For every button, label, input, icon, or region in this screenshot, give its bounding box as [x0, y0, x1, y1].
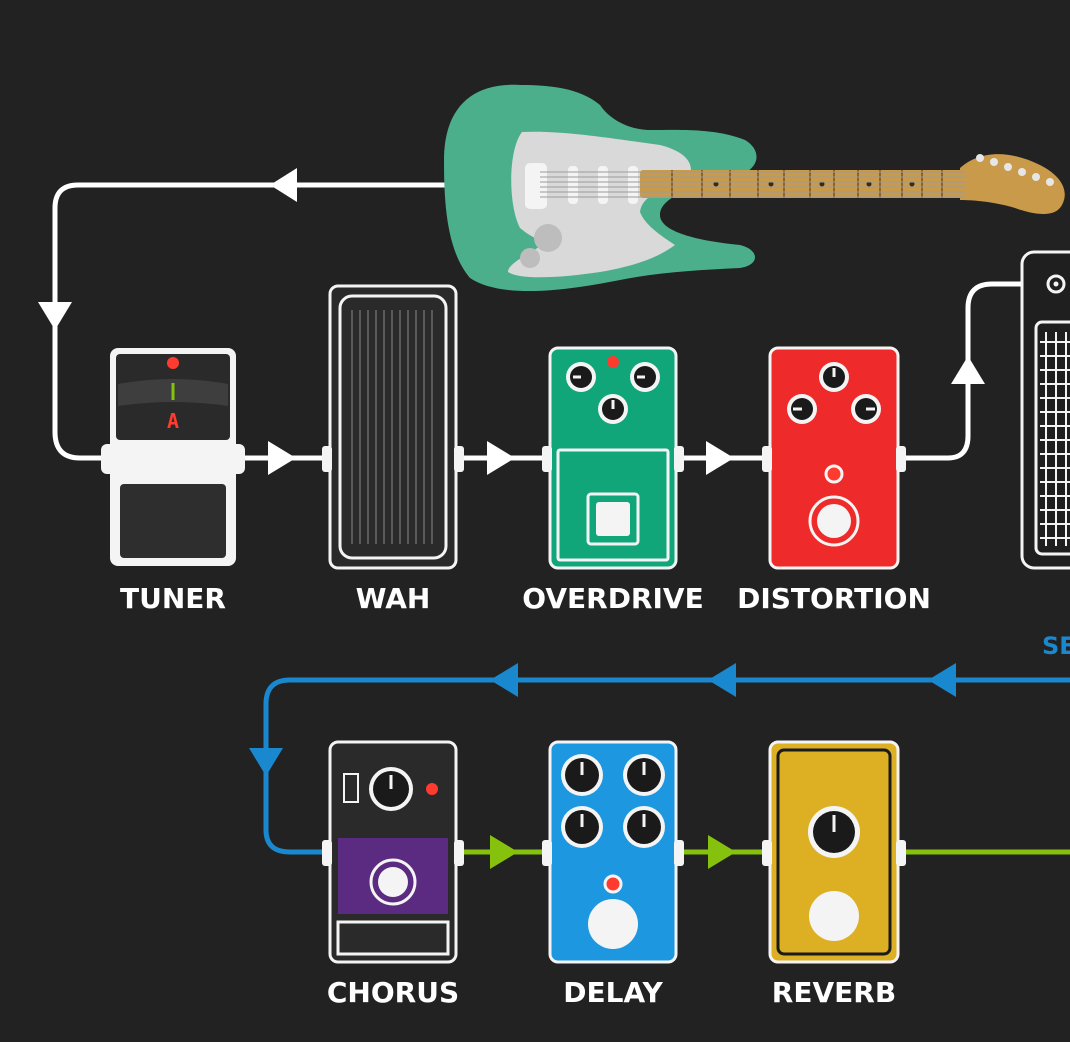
cable-overdrive-distortion: [676, 441, 770, 475]
input-jack: [542, 840, 552, 866]
time-knob-icon[interactable]: [561, 754, 603, 796]
arrow-down-icon: [38, 302, 72, 330]
pickup-icon: [568, 166, 578, 204]
gain-knob-icon[interactable]: [819, 362, 849, 392]
mode-switch-icon[interactable]: [343, 773, 359, 803]
input-jack: [762, 446, 772, 472]
output-jack: [896, 446, 906, 472]
arrow-left-icon: [708, 663, 736, 697]
footswitch-button[interactable]: [120, 484, 226, 558]
footswitch-button[interactable]: [809, 891, 859, 941]
tuner-pedal[interactable]: A TUNER: [101, 348, 245, 615]
output-jack: [674, 840, 684, 866]
arrow-up-icon: [951, 356, 985, 384]
rate-knob-icon[interactable]: [369, 767, 413, 811]
mix-knob-icon[interactable]: [561, 806, 603, 848]
status-led: [824, 464, 844, 484]
return-cable: [458, 835, 1070, 869]
cable-wah-overdrive: [458, 441, 550, 475]
status-led: [607, 356, 619, 368]
arrow-right-icon: [708, 835, 736, 869]
tone-knob-icon[interactable]: [851, 394, 881, 424]
tuner-note: A: [167, 409, 179, 433]
input-cable: [38, 168, 446, 461]
footswitch-button[interactable]: [378, 867, 408, 897]
guitar-neck: [640, 170, 970, 198]
tone-knob-icon[interactable]: [598, 394, 628, 424]
chorus-label: CHORUS: [327, 976, 459, 1009]
jack-housing: [101, 444, 245, 474]
arrow-right-icon: [268, 441, 296, 475]
drive-knob-icon[interactable]: [566, 362, 596, 392]
input-jack: [762, 840, 772, 866]
electric-guitar: [444, 84, 1065, 292]
status-led: [426, 783, 438, 795]
distortion-pedal[interactable]: DISTORTION: [737, 346, 931, 615]
cable-tuner-wah: [240, 441, 330, 475]
footswitch-panel: [556, 448, 670, 562]
amplifier: SE: [1020, 250, 1070, 660]
chorus-pedal[interactable]: CHORUS: [322, 740, 464, 1009]
output-jack: [454, 840, 464, 866]
pickup-icon: [598, 166, 608, 204]
wah-label: WAH: [356, 582, 431, 615]
arrow-down-icon: [249, 748, 283, 776]
arrow-right-icon: [490, 835, 518, 869]
overdrive-label: OVERDRIVE: [522, 582, 703, 615]
tone-knob-icon: [520, 248, 540, 268]
feedback-knob-icon[interactable]: [623, 754, 665, 796]
input-jack: [322, 840, 332, 866]
volume-knob-icon: [534, 224, 562, 252]
send-cable: [249, 663, 1070, 855]
output-jack: [674, 446, 684, 472]
status-led: [167, 357, 179, 369]
wah-pedal[interactable]: WAH: [322, 284, 464, 615]
level-knob-icon[interactable]: [787, 394, 817, 424]
footswitch-button[interactable]: [596, 502, 630, 536]
status-led: [603, 874, 623, 894]
guitar-headstock: [960, 154, 1065, 214]
amp-grille: [1034, 320, 1070, 556]
tuner-label: TUNER: [120, 582, 226, 615]
level-knob-icon[interactable]: [623, 806, 665, 848]
delay-pedal[interactable]: DELAY: [542, 740, 684, 1009]
footswitch-button[interactable]: [588, 899, 638, 949]
distortion-label: DISTORTION: [737, 582, 931, 615]
arrow-left-icon: [928, 663, 956, 697]
arrow-right-icon: [706, 441, 734, 475]
reverb-knob-icon[interactable]: [808, 806, 860, 858]
cable-distortion-amp: [898, 281, 1052, 461]
output-jack: [896, 840, 906, 866]
output-jack: [454, 446, 464, 472]
input-jack: [542, 446, 552, 472]
arrow-right-icon: [487, 441, 515, 475]
reverb-pedal[interactable]: REVERB: [762, 740, 906, 1009]
input-jack: [322, 446, 332, 472]
arrow-left-icon: [270, 168, 297, 202]
reverb-label: REVERB: [772, 976, 896, 1009]
bridge-icon: [525, 163, 547, 209]
footswitch-button[interactable]: [817, 504, 851, 538]
overdrive-pedal[interactable]: OVERDRIVE: [522, 346, 704, 615]
pickup-icon: [628, 166, 638, 204]
level-knob-icon[interactable]: [630, 362, 660, 392]
send-label: SE: [1042, 632, 1070, 660]
arrow-left-icon: [490, 663, 518, 697]
delay-label: DELAY: [563, 976, 663, 1009]
